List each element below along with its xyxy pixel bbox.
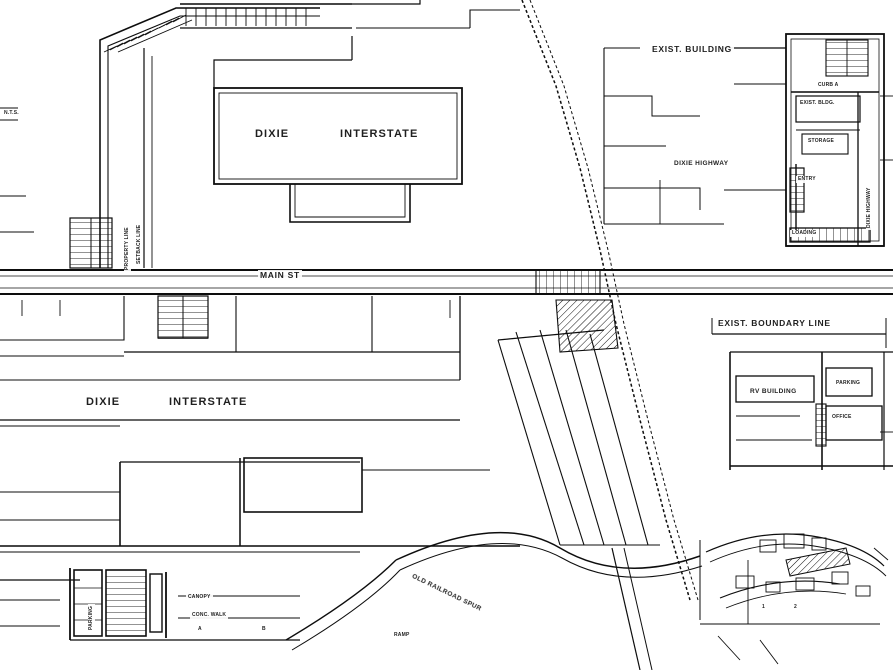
angled-stalls-right-top <box>825 39 869 77</box>
label-interstate-upper: INTERSTATE <box>338 128 421 141</box>
label-grid-a: A <box>198 626 202 632</box>
main-building-upper <box>213 36 463 223</box>
label-ramp: RAMP <box>392 632 412 639</box>
label-nts: N.T.S. <box>4 110 19 116</box>
right-upper-site-detail <box>785 33 885 247</box>
right-boundary-leader <box>711 318 887 348</box>
label-office: OFFICE <box>830 414 854 421</box>
street-crossing-hatch <box>535 269 601 295</box>
label-exist-building-top: EXIST. BUILDING <box>650 44 734 55</box>
label-dixie-upper: DIXIE <box>253 128 292 141</box>
label-grid-2: 2 <box>794 604 797 610</box>
label-dixie-lower: DIXIE <box>84 396 123 409</box>
mid-parcel-lines <box>0 296 461 427</box>
label-curb-a: CURB A <box>816 82 841 89</box>
label-dixie-hwy-vertical: DIXIE HIGHWAY <box>866 185 873 230</box>
label-exist-bldg-small: EXIST. BLDG. <box>798 100 837 107</box>
main-street-band <box>0 269 893 295</box>
label-grid-b: B <box>262 626 266 632</box>
label-grid-1: 1 <box>762 604 765 610</box>
label-parking-left: PARKING <box>88 603 95 632</box>
bottom-right-hatched-strip <box>785 547 851 577</box>
curved-road-lower <box>285 531 703 670</box>
label-canopy: CANOPY <box>186 594 213 601</box>
lower-building-block <box>0 457 520 581</box>
label-interstate-lower: INTERSTATE <box>167 396 250 409</box>
parking-stalls-mid-left <box>157 295 209 339</box>
rail-spur-upper-left <box>99 3 352 196</box>
bottom-left-parking-detail <box>0 568 300 641</box>
diagonal-fan-lines <box>497 299 660 546</box>
label-rv-building: RV BUILDING <box>748 388 799 397</box>
label-entry: ENTRY <box>796 176 818 183</box>
right-lower-site-detail <box>729 351 893 470</box>
label-exist-boundary-line: EXIST. BOUNDARY LINE <box>716 318 833 329</box>
label-dixie-highway-right: DIXIE HIGHWAY <box>672 160 731 169</box>
right-connector-lines <box>603 47 786 225</box>
upper-parcel-outline <box>352 0 520 29</box>
label-loading: LOADING <box>790 230 819 237</box>
dimension-ticks <box>0 95 893 433</box>
bottom-right-dense-cluster <box>699 533 889 665</box>
label-setback-line-vertical: SETBACK LINE <box>136 222 143 266</box>
label-conc-walk: CONC. WALK <box>190 612 229 619</box>
label-parking-right: PARKING <box>834 380 863 387</box>
parking-stalls-left-upper <box>69 217 113 269</box>
label-property-line-vertical: PROPERTY LINE <box>124 225 131 272</box>
label-storage: STORAGE <box>806 138 837 145</box>
label-main-street: MAIN ST <box>258 270 302 281</box>
